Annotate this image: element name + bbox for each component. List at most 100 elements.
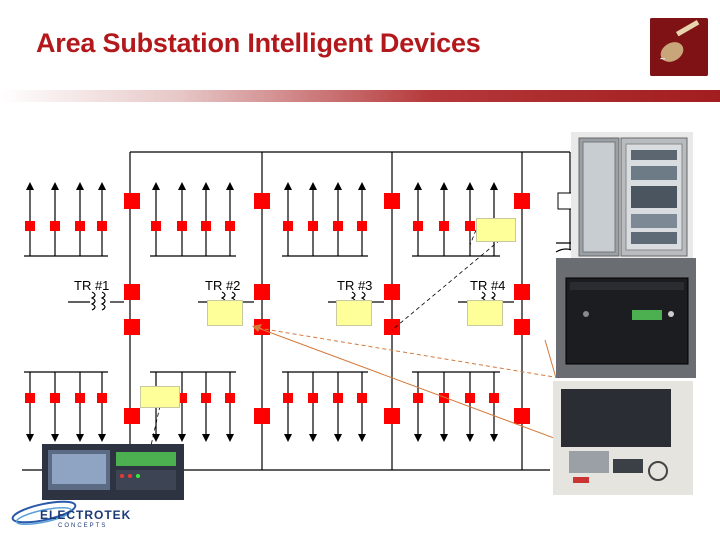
feeder-arrow-icon xyxy=(414,182,422,190)
feeder-arrow-icon xyxy=(178,182,186,190)
leader-line-dashed xyxy=(469,229,477,246)
transformer-label-4: TR #4 xyxy=(470,278,506,293)
transformer-label-3: TR #3 xyxy=(337,278,373,293)
leader-line-dashed xyxy=(149,405,161,451)
bottom-feeder-breaker xyxy=(50,393,60,403)
bottom-feeder-breaker xyxy=(75,393,85,403)
electrotek-logo-subtitle: CONCEPTS xyxy=(58,523,108,529)
ied-box-tr3[interactable] xyxy=(336,300,372,326)
feeder-arrow-icon xyxy=(414,434,422,442)
bottom-feeder-breaker xyxy=(97,393,107,403)
tr-breaker-2 xyxy=(254,284,270,300)
top-feeder-breaker xyxy=(413,221,423,231)
main-breaker-2 xyxy=(254,193,270,209)
control-cabinet-photo xyxy=(571,132,693,260)
bottom-feeder-breaker xyxy=(283,393,293,403)
feeder-arrow-icon xyxy=(358,182,366,190)
tr-breaker-3 xyxy=(384,284,400,300)
svg-text:~: ~ xyxy=(660,54,665,64)
bottom-feeder-breaker xyxy=(25,393,35,403)
feeder-arrow-icon xyxy=(309,182,317,190)
feeder-arrow-icon xyxy=(76,182,84,190)
top-feeder-breaker xyxy=(357,221,367,231)
leader-line-orange xyxy=(257,327,561,379)
main-breaker-4 xyxy=(514,193,530,209)
feeder-arrow-icon xyxy=(152,182,160,190)
top-feeder-breaker xyxy=(151,221,161,231)
ied-box-tr2[interactable] xyxy=(207,300,243,326)
title-underline-bar xyxy=(0,90,720,102)
top-feeder-breaker xyxy=(97,221,107,231)
tie-breaker-4 xyxy=(514,319,530,335)
top-feeder-breaker xyxy=(25,221,35,231)
leader-line-orange xyxy=(544,339,557,379)
transformer-icon xyxy=(90,291,96,311)
top-feeder-breaker xyxy=(439,221,449,231)
page-title: Area Substation Intelligent Devices xyxy=(36,28,481,58)
bottom-feeder-breaker xyxy=(413,393,423,403)
feeder-arrow-icon xyxy=(202,182,210,190)
top-feeder-breaker xyxy=(177,221,187,231)
tie-breaker-1 xyxy=(124,319,140,335)
top-feeder-breaker xyxy=(225,221,235,231)
main-breaker-3 xyxy=(384,193,400,209)
bottom-feeder-breaker xyxy=(177,393,187,403)
feeder-arrow-icon xyxy=(26,434,34,442)
top-feeder-breaker xyxy=(465,221,475,231)
feeder-arrow-icon xyxy=(490,434,498,442)
main-breaker-1 xyxy=(124,193,140,209)
feeder-arrow-icon xyxy=(334,434,342,442)
bottom-breaker-2 xyxy=(254,408,270,424)
feeder-arrow-icon xyxy=(440,182,448,190)
top-feeder-breaker xyxy=(283,221,293,231)
top-feeder-breaker xyxy=(50,221,60,231)
bottom-feeder-breaker xyxy=(308,393,318,403)
open-breaker-icon xyxy=(558,193,574,209)
feeder-arrow-icon xyxy=(440,434,448,442)
feeder-arrow-icon xyxy=(490,182,498,190)
tr-breaker-4 xyxy=(514,284,530,300)
monitoring-unit-photo xyxy=(553,381,693,495)
feeder-arrow-icon xyxy=(51,182,59,190)
bottom-feeder-breaker xyxy=(333,393,343,403)
feeder-arrow-icon xyxy=(202,434,210,442)
feeder-arrow-icon xyxy=(466,434,474,442)
bottom-breaker-4 xyxy=(514,408,530,424)
feeder-arrow-icon xyxy=(98,434,106,442)
arrowhead xyxy=(252,324,262,332)
leader-line-dashed xyxy=(391,239,501,331)
feeder-arrow-icon xyxy=(309,434,317,442)
bottom-feeder-breaker xyxy=(201,393,211,403)
feeder-arrow-icon xyxy=(466,182,474,190)
guitar-logo-icon: ~ xyxy=(650,18,708,76)
feeder-arrow-icon xyxy=(358,434,366,442)
top-feeder-breaker xyxy=(333,221,343,231)
feeder-arrow-icon xyxy=(226,434,234,442)
bottom-breaker-1 xyxy=(124,408,140,424)
feeder-arrow-icon xyxy=(98,182,106,190)
feeder-arrow-icon xyxy=(76,434,84,442)
top-feeder-breaker xyxy=(308,221,318,231)
bottom-feeder-breaker xyxy=(225,393,235,403)
tr-breaker-1 xyxy=(124,284,140,300)
feeder-arrow-icon xyxy=(152,434,160,442)
electrotek-logo-name: ELECTROTEK xyxy=(40,508,132,522)
feeder-arrow-icon xyxy=(51,434,59,442)
transformer-label-2: TR #2 xyxy=(205,278,241,293)
transformer-icon xyxy=(100,291,106,311)
feeder-arrow-icon xyxy=(334,182,342,190)
feeder-arrow-icon xyxy=(284,434,292,442)
ied-box-bottom-bus[interactable] xyxy=(140,386,180,408)
feeder-arrow-icon xyxy=(284,182,292,190)
bottom-breaker-3 xyxy=(384,408,400,424)
bottom-feeder-breaker xyxy=(357,393,367,403)
transformer-label-1: TR #1 xyxy=(74,278,110,293)
ied-box-tr4[interactable] xyxy=(467,300,503,326)
bottom-feeder-breaker xyxy=(439,393,449,403)
bottom-feeder-breaker xyxy=(465,393,475,403)
rack-ied-photo xyxy=(556,258,696,378)
bottom-feeder-breaker xyxy=(489,393,499,403)
top-feeder-breaker xyxy=(75,221,85,231)
feeder-arrow-icon xyxy=(178,434,186,442)
ied-box-top-bus[interactable] xyxy=(476,218,516,242)
